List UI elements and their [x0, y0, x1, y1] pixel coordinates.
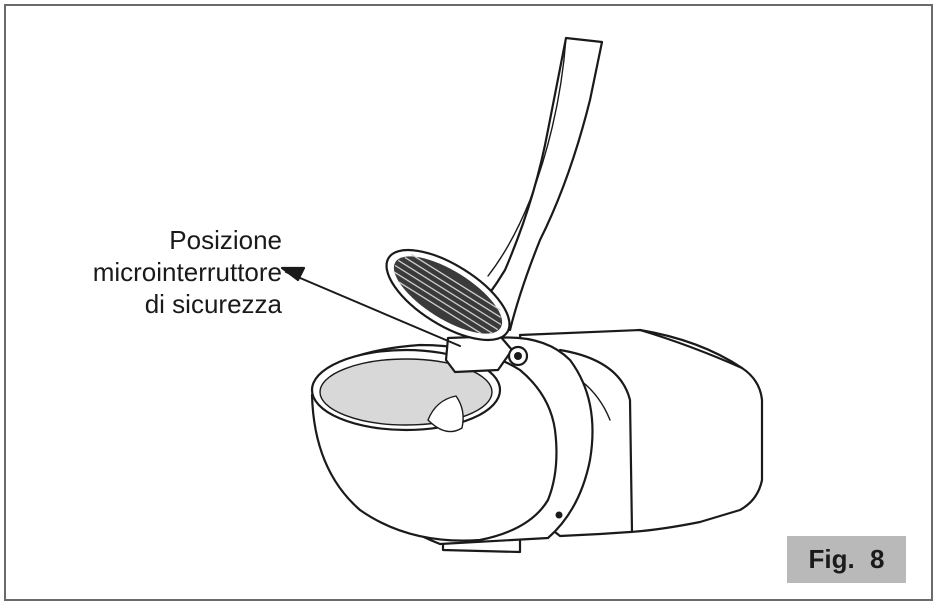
bowl-chute: [427, 395, 464, 433]
callout-line-3: di sicurezza: [144, 289, 282, 319]
switch-position-callout: Posizione microinterruttore di sicurezza: [93, 224, 282, 320]
housing-front-face: [558, 348, 634, 534]
bowl-screw: [555, 511, 563, 519]
callout-line-1: Posizione: [169, 225, 282, 255]
lever-arm-edge: [487, 37, 567, 277]
callout-arrow-head: [280, 266, 306, 282]
callout-line-2: microinterruttore: [92, 257, 282, 287]
press-paddle: [385, 248, 511, 342]
figure-label: Fig. 8: [787, 536, 906, 583]
callout-arrow-line: [285, 271, 461, 347]
housing-top-edge: [638, 328, 744, 370]
